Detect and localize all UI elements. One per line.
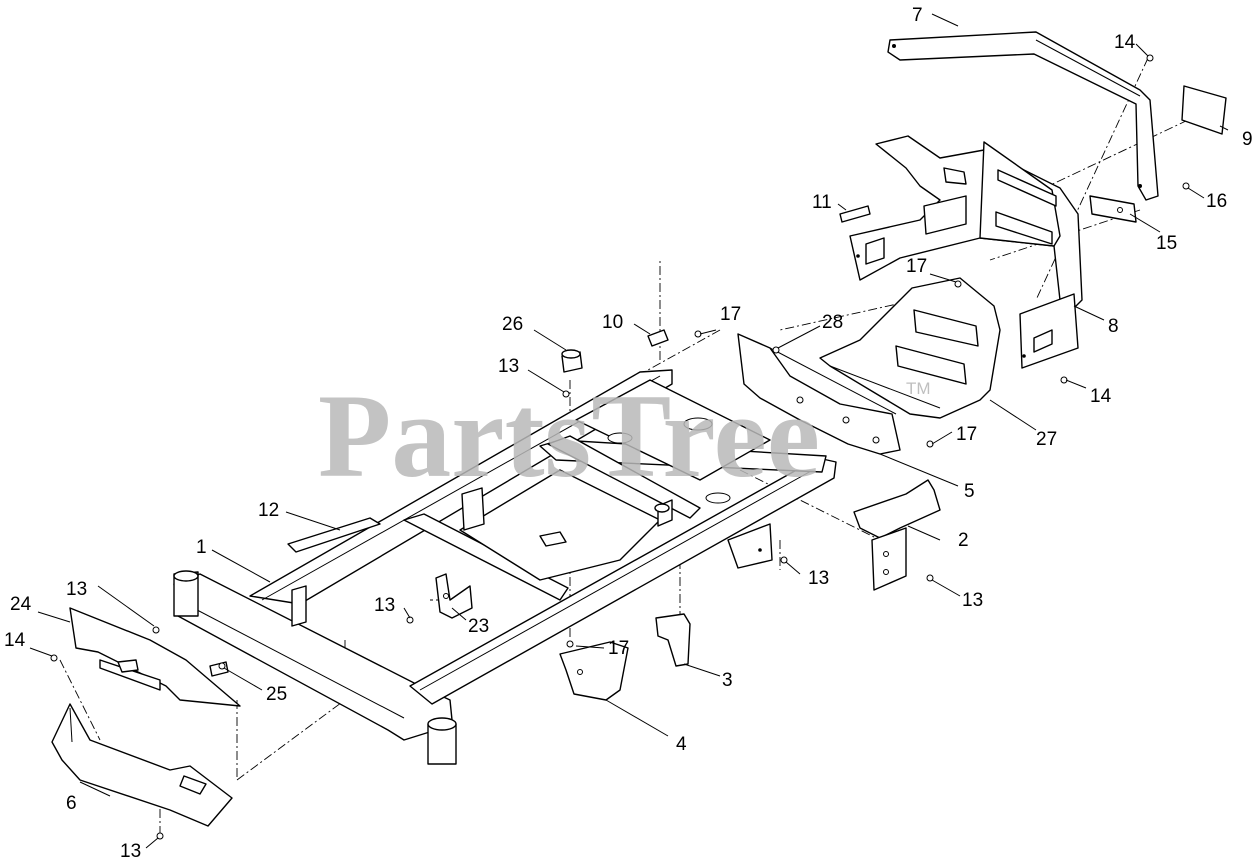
callout-17-a[interactable]: 17 (906, 256, 927, 277)
part-3-bracket (655, 613, 691, 667)
callout-26[interactable]: 26 (502, 314, 523, 335)
callout-25[interactable]: 25 (266, 684, 287, 705)
callout-labels: 1 2 3 4 5 6 7 8 9 10 11 12 13 13 13 13 1… (4, 5, 1253, 862)
leader-lines (29, 13, 1229, 849)
part-1-main-frame (173, 369, 837, 765)
callout-10[interactable]: 10 (602, 312, 623, 333)
part-23-bracket (435, 573, 473, 619)
part-10-decal (647, 329, 669, 347)
callout-24[interactable]: 24 (10, 594, 32, 615)
callout-14-c[interactable]: 14 (1090, 386, 1112, 407)
watermark: PartsTree TM (318, 369, 931, 502)
part-7-top-brace (887, 31, 1159, 201)
callout-1[interactable]: 1 (196, 537, 207, 558)
callout-17-c[interactable]: 17 (956, 424, 977, 445)
callout-7[interactable]: 7 (912, 5, 923, 26)
callout-23[interactable]: 23 (468, 616, 489, 637)
callout-8[interactable]: 8 (1108, 316, 1119, 337)
callout-13-f[interactable]: 13 (120, 841, 141, 862)
callout-13-b[interactable]: 13 (808, 568, 829, 589)
callout-17-d[interactable]: 17 (608, 638, 629, 659)
part-15-bracket (1089, 195, 1137, 223)
callout-13-a[interactable]: 13 (498, 356, 519, 377)
watermark-text: PartsTree (318, 369, 820, 502)
part-26-bumper (561, 349, 583, 373)
callout-13-c[interactable]: 13 (374, 595, 395, 616)
part-6-rear-cover (51, 703, 233, 827)
callout-14-b[interactable]: 14 (4, 630, 26, 651)
part-27-foot-plate (819, 277, 1001, 419)
callout-12[interactable]: 12 (258, 500, 279, 521)
callout-28[interactable]: 28 (822, 312, 843, 333)
callout-14-a[interactable]: 14 (1114, 32, 1136, 53)
callout-3[interactable]: 3 (722, 670, 733, 691)
watermark-trademark: TM (906, 379, 931, 398)
callout-4[interactable]: 4 (676, 734, 687, 755)
callout-2[interactable]: 2 (958, 530, 969, 551)
part-9-plate (1181, 85, 1227, 135)
callout-11[interactable]: 11 (812, 192, 832, 213)
callout-13-e[interactable]: 13 (66, 579, 87, 600)
callout-15[interactable]: 15 (1156, 233, 1177, 254)
fasteners (50, 54, 1190, 840)
callout-27[interactable]: 27 (1036, 429, 1057, 450)
part-2-right-bracket (853, 479, 941, 591)
part-11-decal (839, 205, 871, 223)
callout-16[interactable]: 16 (1206, 191, 1227, 212)
part-24-rear-panel (69, 607, 241, 707)
part-4-bracket (559, 641, 629, 701)
callout-17-b[interactable]: 17 (720, 304, 741, 325)
callout-13-d[interactable]: 13 (962, 590, 983, 611)
part-8-rear-shield (849, 135, 1083, 369)
part-12-strip (287, 517, 381, 553)
part-5-front-bracket (737, 333, 901, 455)
callout-9[interactable]: 9 (1242, 129, 1253, 150)
callout-6[interactable]: 6 (66, 793, 77, 814)
callout-5[interactable]: 5 (964, 481, 975, 502)
